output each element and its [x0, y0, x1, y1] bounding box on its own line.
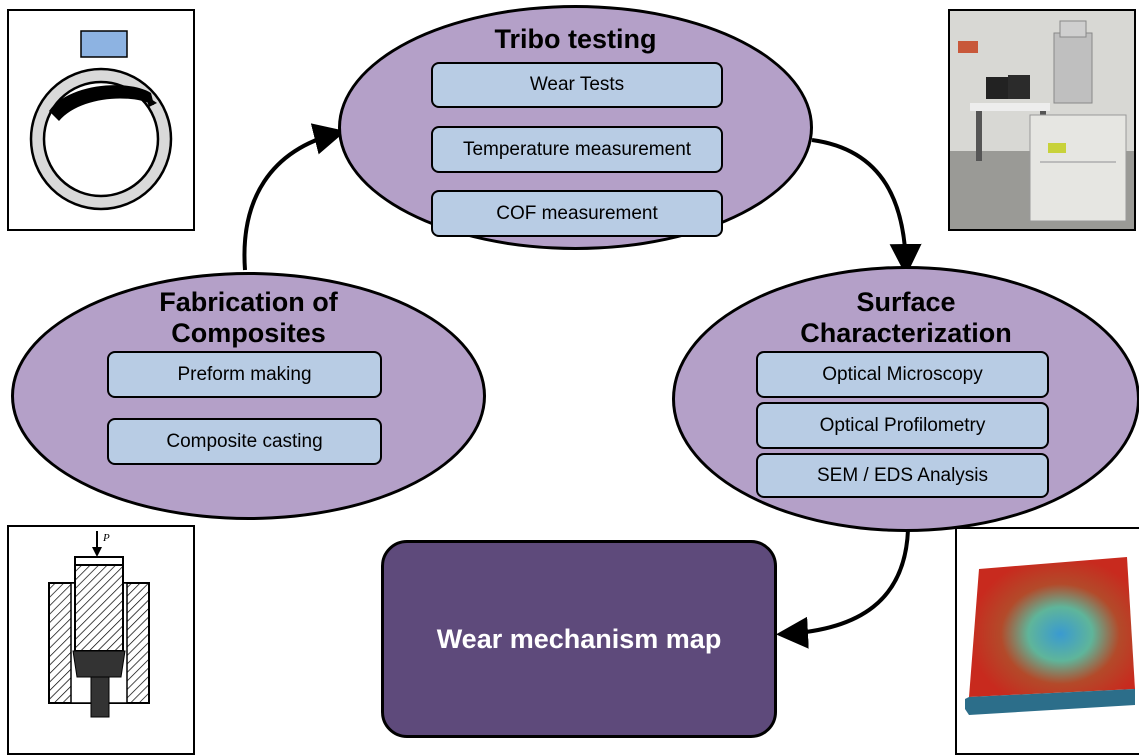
surface-title-line1: Surface: [856, 287, 956, 317]
arrow-surface-to-result: [776, 529, 910, 649]
arrow-fabrication-to-tribo: [242, 123, 346, 271]
casting-die-icon: P: [48, 531, 150, 718]
pin-on-disc-icon: [29, 30, 173, 211]
sem-instrument-image: [948, 9, 1136, 231]
force-label: P: [102, 532, 110, 544]
sem-instrument-icon: [950, 11, 1134, 229]
tribo-testing-title: Tribo testing: [494, 24, 657, 54]
cof-measurement-box: COF measurement: [431, 190, 723, 237]
composite-casting-box: Composite casting: [107, 418, 382, 465]
optical-microscopy-box: Optical Microscopy: [756, 351, 1049, 398]
surface-profile-icon: [965, 557, 1135, 715]
temperature-measurement-box: Temperature measurement: [431, 126, 723, 173]
casting-die-image: P: [7, 525, 195, 755]
surface-title-line2: Characterization: [800, 318, 1012, 348]
arrow-tribo-to-surface: [811, 138, 922, 276]
preform-making-box: Preform making: [107, 351, 382, 398]
pin-on-disc-image: [7, 9, 195, 231]
sem-eds-analysis-box: SEM / EDS Analysis: [756, 453, 1049, 498]
surface-profile-image: [955, 527, 1139, 755]
optical-profilometry-box: Optical Profilometry: [756, 402, 1049, 449]
wear-mechanism-map-box: Wear mechanism map: [381, 540, 777, 738]
fabrication-title-line2: Composites: [171, 318, 326, 348]
wear-tests-box: Wear Tests: [431, 62, 723, 108]
fabrication-title-line1: Fabrication of: [159, 287, 338, 317]
